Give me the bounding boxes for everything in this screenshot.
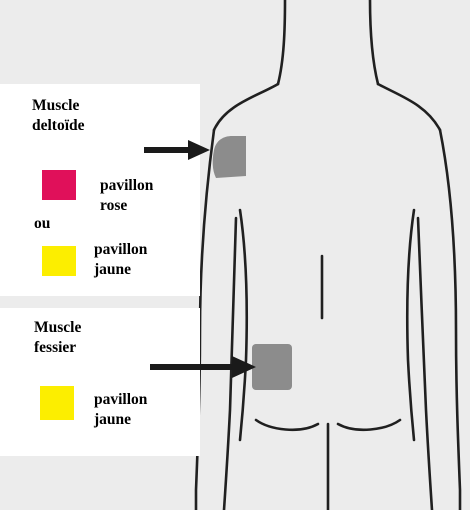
yellow-cap-label-gluteal: pavillon jaune [94, 390, 147, 430]
deltoid-arrow [142, 138, 212, 162]
pink-cap-label: pavillon rose [100, 176, 153, 216]
buttocks-left-line [256, 420, 318, 430]
deltoid-injection-area [213, 136, 246, 178]
torso-left-line [240, 210, 247, 440]
pink-cap-swatch [42, 170, 76, 200]
yellow-cap-swatch-gluteal [40, 386, 74, 420]
buttocks-right-line [338, 420, 400, 430]
neck-left-line [278, 0, 285, 84]
neck-right-line [370, 0, 378, 84]
yellow-cap-swatch-deltoid [42, 246, 76, 276]
gluteal-muscle-title: Muscle fessier [34, 318, 81, 358]
yellow-cap-label-deltoid: pavillon jaune [94, 240, 147, 280]
gluteal-label-panel [0, 308, 200, 456]
gluteal-arrow [148, 354, 258, 380]
or-separator: ou [34, 214, 50, 234]
gluteal-injection-area [252, 344, 292, 390]
right-arm-inner-line [418, 218, 432, 510]
right-arm-outer-line [440, 130, 460, 510]
torso-right-line [407, 210, 414, 440]
left-shoulder-line [214, 84, 278, 130]
deltoid-muscle-title: Muscle deltoïde [32, 96, 85, 136]
right-shoulder-line [378, 84, 440, 130]
